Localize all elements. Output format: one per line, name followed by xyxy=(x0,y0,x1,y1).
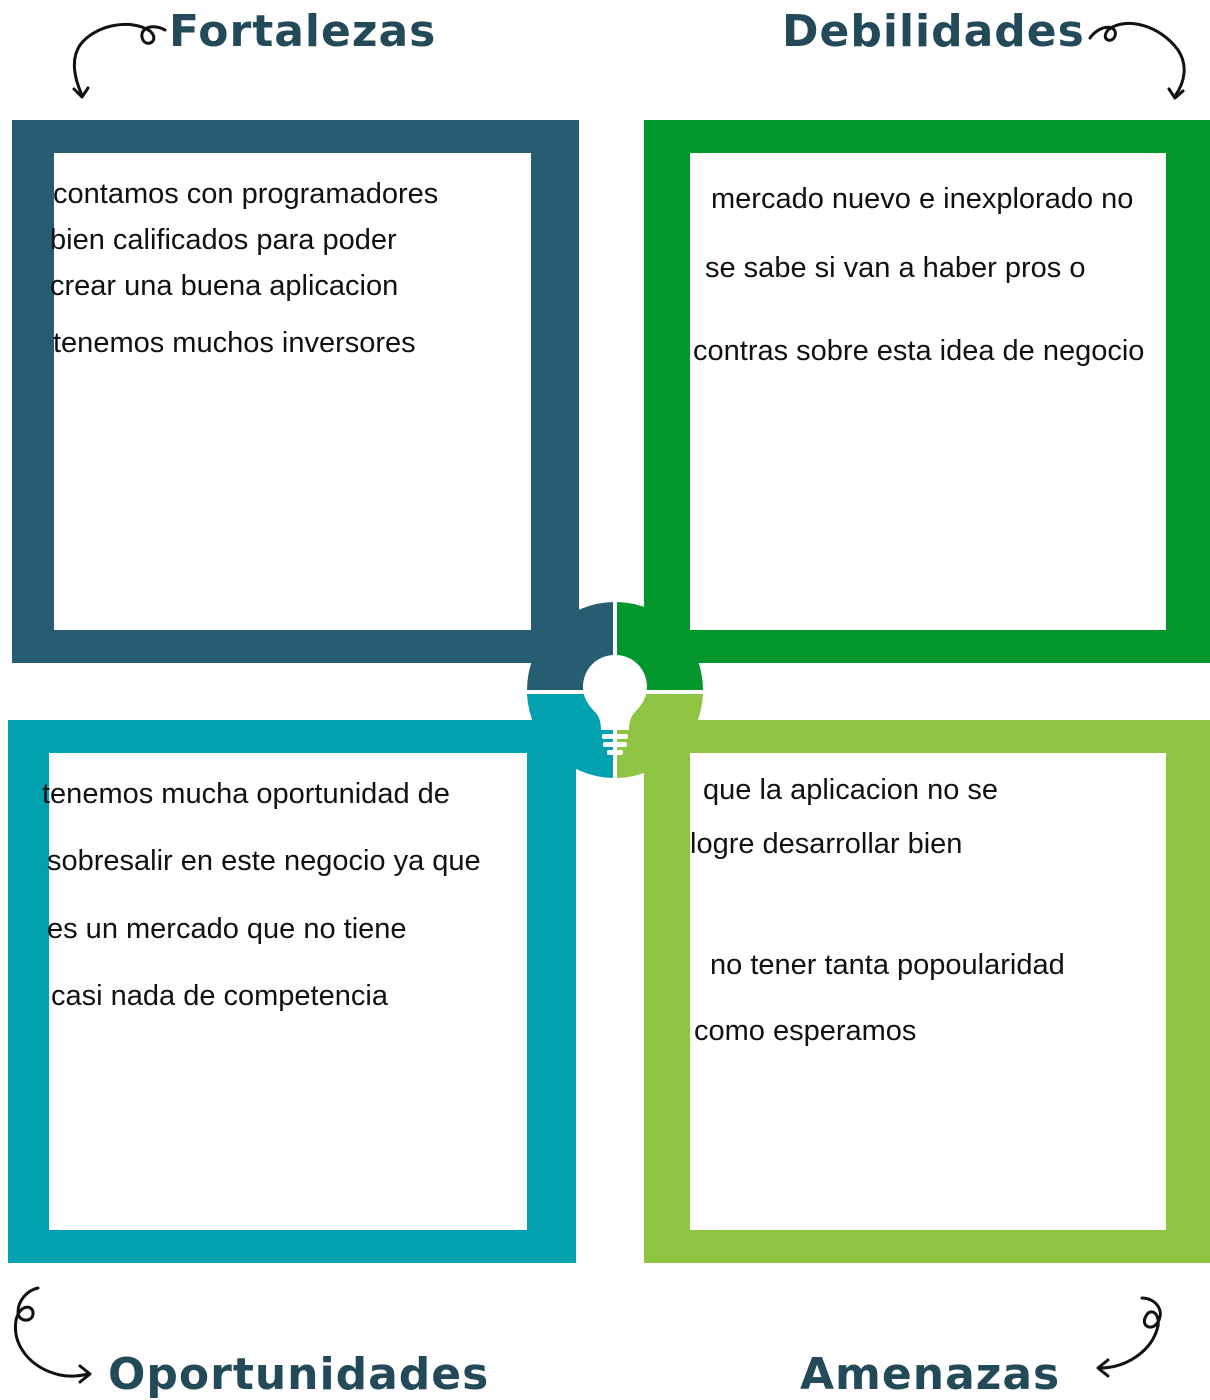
oportunidades-content-area xyxy=(49,753,527,1230)
fortalezas-line: crear una buena aplicacion xyxy=(50,270,399,302)
oportunidades-line: sobresalir en este negocio ya que xyxy=(47,845,481,877)
oportunidades-line: casi nada de competencia xyxy=(51,980,388,1012)
amenazas-line: como esperamos xyxy=(694,1015,917,1047)
debilidades-line: se sabe si van a haber pros o xyxy=(705,252,1086,284)
oportunidades-heading: Oportunidades xyxy=(108,1349,490,1400)
amenazas-heading: Amenazas xyxy=(800,1349,1061,1400)
curly-arrow-icon xyxy=(72,23,167,99)
debilidades-line: contras sobre esta idea de negocio xyxy=(693,335,1145,367)
fortalezas-content-area xyxy=(54,153,531,630)
oportunidades-line: tenemos mucha oportunidad de xyxy=(42,778,450,810)
fortalezas-line: contamos con programadores xyxy=(53,178,439,210)
curly-arrow-icon xyxy=(1088,21,1186,100)
curly-arrow-icon xyxy=(1096,1296,1162,1378)
debilidades-line: mercado nuevo e inexplorado no xyxy=(711,183,1134,215)
debilidades-content-area xyxy=(690,153,1166,630)
fortalezas-line: bien calificados para poder xyxy=(50,224,397,256)
oportunidades-line: es un mercado que no tiene xyxy=(47,913,407,945)
amenazas-content-area xyxy=(690,753,1166,1230)
fortalezas-line: tenemos muchos inversores xyxy=(53,327,416,359)
curly-arrow-icon xyxy=(13,1286,92,1384)
fortalezas-heading: Fortalezas xyxy=(169,6,437,57)
amenazas-line: logre desarrollar bien xyxy=(690,828,963,860)
amenazas-line: no tener tanta popoularidad xyxy=(710,949,1065,981)
amenazas-line: que la aplicacion no se xyxy=(703,774,999,806)
debilidades-heading: Debilidades xyxy=(782,6,1085,57)
lightbulb-icon xyxy=(583,655,647,755)
